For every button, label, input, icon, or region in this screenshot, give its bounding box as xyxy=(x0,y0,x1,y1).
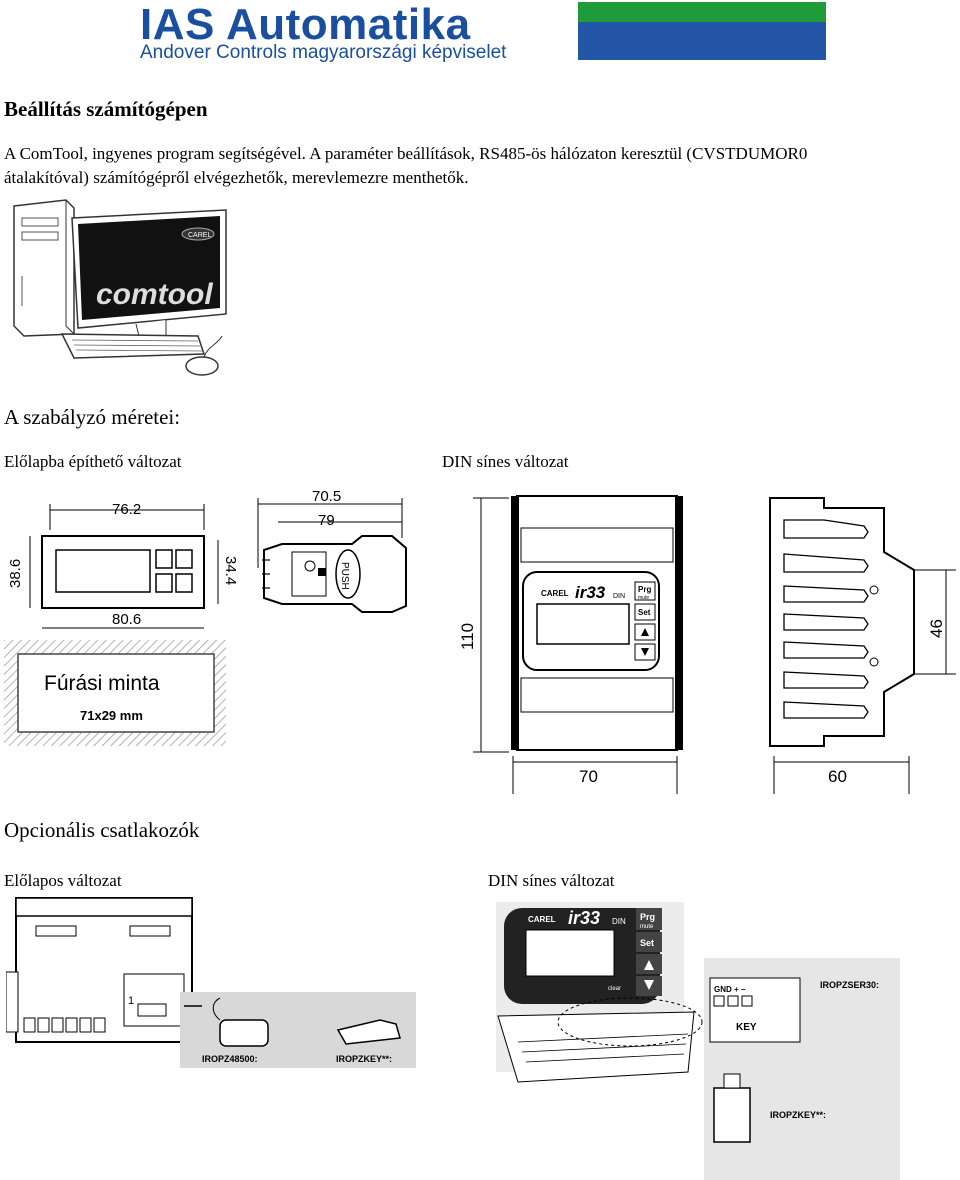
drilling-template-label: Fúrási minta xyxy=(44,672,160,695)
din-dim-side-width: 60 xyxy=(828,767,847,786)
key-label: IROPZKEY**: xyxy=(336,1054,392,1064)
company-logo-title: IAS Automatika xyxy=(140,0,471,49)
din-up-arrow-icon xyxy=(641,628,649,636)
din-connector-down-icon xyxy=(644,980,654,990)
din-connector-clear: clear xyxy=(608,986,621,992)
din-brand: CAREL xyxy=(541,589,569,598)
panel-side-dimension-drawing: 70.5 79 PUSH xyxy=(257,488,407,613)
din-dim-side-height: 46 xyxy=(927,619,946,638)
din-btn-prg-sub: mute xyxy=(638,595,649,601)
din-btn-prg: Prg xyxy=(638,585,651,594)
din-connector-btn-prg: Prg xyxy=(640,912,655,922)
computer-comtool-illustration: CAREL comtool xyxy=(13,199,227,376)
logo-flag-blue xyxy=(578,22,826,60)
din-connector-btn-prg-sub: mute xyxy=(640,924,654,930)
dim-bottom-width: 80.6 xyxy=(112,611,141,628)
din-side-dimension-drawing: 46 60 xyxy=(769,497,956,794)
caption-din-rail-version: DIN sínes változat xyxy=(488,871,615,890)
section-heading-dimensions: A szabályzó méretei: xyxy=(4,405,181,429)
din-dim-width: 70 xyxy=(579,767,598,786)
section-heading-optional-connectors: Opcionális csatlakozók xyxy=(4,818,200,842)
paragraph-line-2: átalakítóval) számítógépről elvégezhetők… xyxy=(4,168,469,187)
din-connector-brand: CAREL xyxy=(528,915,556,924)
din-model-suffix: DIN xyxy=(613,593,625,600)
din-connector-model-suffix: DIN xyxy=(612,917,626,926)
panel-front-dimension-drawing: 76.2 38.6 34.4 80.6 xyxy=(7,501,239,629)
caption-front-version: Előlapos változat xyxy=(4,871,122,890)
carel-brand-mini: CAREL xyxy=(188,232,211,239)
din-down-arrow-icon xyxy=(641,648,649,656)
caption-panel-version: Előlapba építhető változat xyxy=(4,452,182,471)
dim-top-width: 76.2 xyxy=(112,501,141,518)
caption-din-version: DIN sínes változat xyxy=(442,452,569,471)
din-btn-set: Set xyxy=(638,608,651,617)
section-heading-computer-setup: Beállítás számítógépen xyxy=(4,97,208,121)
din-connector-drawing: CAREL ir33 DIN Prg mute Set clear GND + … xyxy=(496,902,900,1180)
drilling-template-drawing: Fúrási minta 71x29 mm xyxy=(4,640,226,746)
din-connector-up-icon xyxy=(644,960,654,970)
pin-one-label: 1 xyxy=(128,995,134,1007)
paragraph-line-1: A ComTool, ingyenes program segítségével… xyxy=(4,144,808,163)
dim-depth: 79 xyxy=(318,512,335,529)
din-model: ir33 xyxy=(575,583,606,602)
dim-depth-total: 70.5 xyxy=(312,488,341,505)
din-key-label: IROPZKEY**: xyxy=(770,1110,826,1120)
logo-flag-green xyxy=(578,2,826,22)
din-connector-btn-set: Set xyxy=(640,938,654,948)
front-connector-drawing: 1 IROPZ48500: IROPZKEY**: xyxy=(6,897,416,1068)
din-dim-height: 110 xyxy=(458,623,477,650)
din-front-dimension-drawing: 110 CAREL ir33 DIN Prg mute Set 70 xyxy=(458,495,683,794)
push-label: PUSH xyxy=(339,562,350,590)
drilling-template-size: 71x29 mm xyxy=(80,708,143,723)
company-logo-subtitle: Andover Controls magyarországi képvisele… xyxy=(140,42,507,63)
gnd-label: GND + − xyxy=(714,985,746,994)
dim-inner-height: 34.4 xyxy=(222,556,239,585)
serial-adapter-label: IROPZSER30: xyxy=(820,980,879,990)
dim-height: 38.6 xyxy=(7,559,24,588)
key-port-label: KEY xyxy=(736,1022,757,1033)
adapter-label: IROPZ48500: xyxy=(202,1054,258,1064)
comtool-logo-text: comtool xyxy=(96,278,213,311)
din-connector-model: ir33 xyxy=(568,908,600,928)
